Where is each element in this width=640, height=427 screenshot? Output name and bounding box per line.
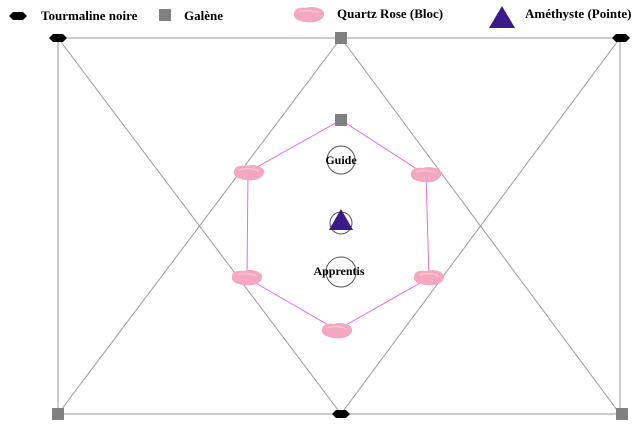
galene-node-top-center — [335, 32, 347, 44]
galene-icon — [159, 9, 171, 21]
amethyst-icon — [489, 6, 515, 28]
legend-item-galene: Galène — [159, 8, 223, 23]
legend-item-tourmaline: Tourmaline noire — [9, 8, 138, 23]
legend-item-quartz: Quartz Rose (Bloc) — [293, 6, 443, 24]
rose-quartz-node-upper-right — [410, 166, 442, 184]
legend: Tourmaline noire Galène Quartz Rose (Blo… — [9, 6, 632, 28]
tourmaline-node-bottom-center — [332, 410, 350, 418]
legend-label-amethyste: Améthyste (Pointe) — [525, 6, 632, 21]
rose-quartz-node-upper-left — [233, 164, 265, 182]
outer-grid-lines — [57, 37, 621, 415]
galene-node-hexagon-top — [335, 114, 347, 126]
galene-node-bottom-right — [616, 408, 628, 420]
guide-label: Guide — [325, 153, 357, 167]
apprentis-circle — [325, 256, 357, 288]
tourmaline-node-top-left — [49, 34, 67, 42]
diagonal-bottom-right-to-top-center — [340, 37, 621, 415]
galene-node-bottom-left — [52, 408, 64, 420]
guide-circle — [326, 145, 356, 175]
center-group: Guide Apprentis — [313, 145, 365, 288]
legend-label-quartz: Quartz Rose (Bloc) — [337, 6, 443, 21]
legend-label-tourmaline: Tourmaline noire — [41, 8, 138, 23]
rose-quartz-node-lower-right — [413, 269, 445, 287]
rose-quartz-node-lower-left — [231, 269, 263, 287]
diagonal-bottom-left-to-top-center — [57, 37, 342, 415]
apprentis-label: Apprentis — [313, 264, 364, 278]
rose-quartz-node-bottom — [321, 322, 353, 340]
legend-item-amethyste: Améthyste (Pointe) — [489, 6, 632, 28]
tourmaline-icon — [9, 12, 27, 20]
legend-label-galene: Galène — [184, 8, 223, 23]
center-amethyst-point — [329, 209, 353, 230]
tourmaline-node-top-right — [612, 34, 630, 42]
rose-quartz-nodes — [231, 164, 445, 340]
rose-quartz-icon — [293, 6, 325, 24]
